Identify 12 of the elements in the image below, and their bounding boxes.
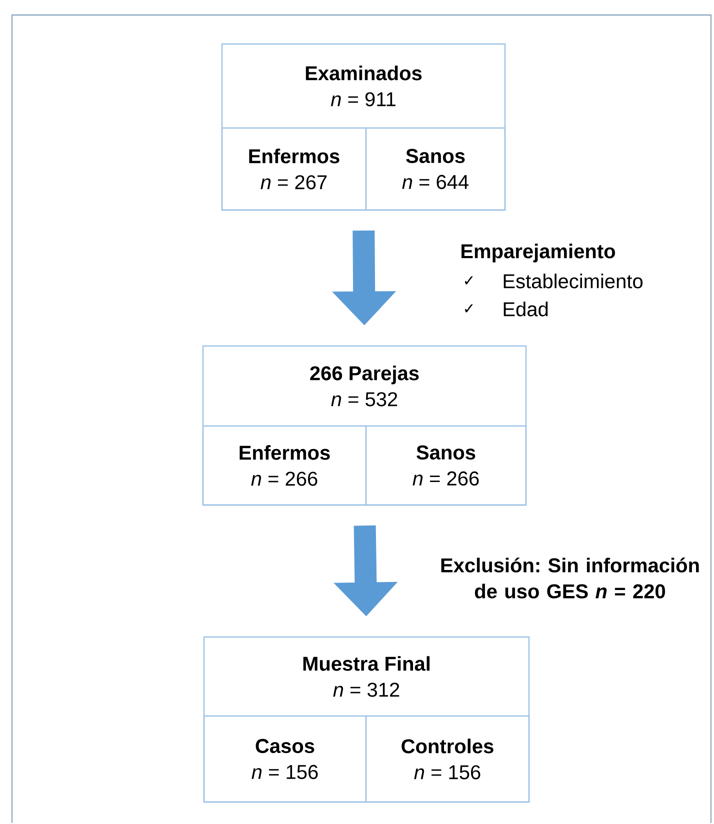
edge-label: Exclusión: Sin información de uso GES n = 220 (441, 558, 699, 598)
cell: Enfermos n = 267 (221, 127, 367, 211)
check-mark: ✓ (464, 304, 473, 312)
cell: Controles n = 156 (365, 715, 530, 803)
cell: Enfermos n = 266 (202, 425, 367, 506)
list-item: Establecimiento (504, 274, 643, 288)
cell: Casos n = 156 (203, 715, 367, 803)
list-item: Edad (504, 302, 548, 316)
cell: Sanos n = 266 (365, 425, 527, 506)
cell: Sanos n = 644 (365, 127, 506, 211)
note-heading: Emparejamiento (462, 244, 615, 262)
check-mark: ✓ (464, 276, 473, 284)
